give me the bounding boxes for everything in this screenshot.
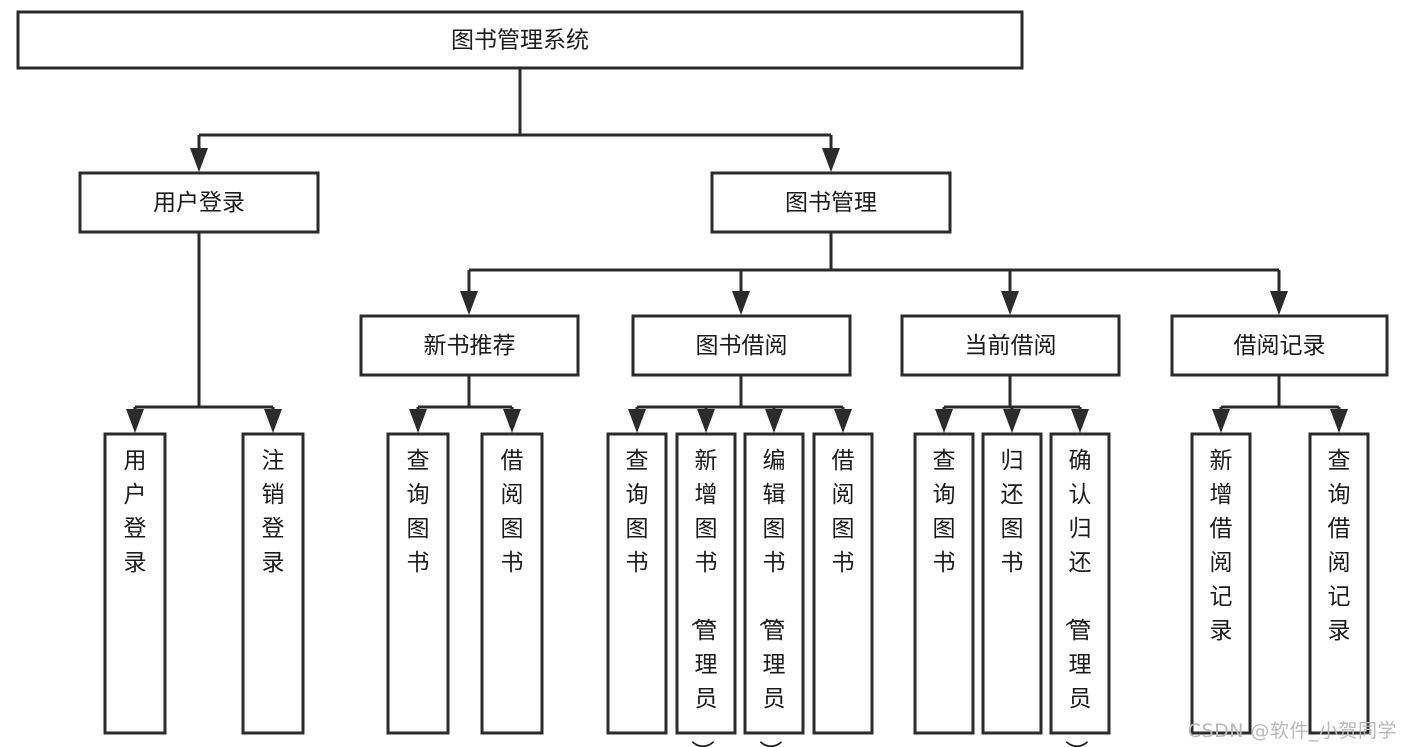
- node-label-leaf-query-book-1: 查询图书: [407, 448, 430, 576]
- node-book-borrow[interactable]: 图书借阅: [631, 314, 852, 377]
- node-label-leaf-confirm-return: 确认归还（管理员）: [1063, 448, 1092, 747]
- connector-borrow-to-leaves: [628, 375, 852, 433]
- node-leaf-query-book-1[interactable]: 查询图书: [386, 432, 450, 735]
- node-box-leaf-query-book-3[interactable]: [913, 432, 975, 735]
- node-label-user-login: 用户登录: [153, 190, 245, 216]
- node-box-book-admin[interactable]: [710, 171, 952, 234]
- node-leaf-query-record[interactable]: 查询借阅记录: [1308, 432, 1370, 735]
- node-leaf-add-record[interactable]: 新增借阅记录: [1190, 432, 1252, 735]
- node-current-borrow[interactable]: 当前借阅: [900, 314, 1121, 377]
- node-box-user-login[interactable]: [78, 171, 320, 234]
- node-box-current-borrow[interactable]: [900, 314, 1121, 377]
- arrow-head-icon: [190, 148, 208, 172]
- node-label-leaf-add-record: 新增借阅记录: [1210, 448, 1233, 644]
- node-book-admin[interactable]: 图书管理: [710, 171, 952, 234]
- arrow-head-icon: [1001, 291, 1019, 315]
- arrow-head-icon: [732, 291, 750, 315]
- node-new-book-rec[interactable]: 新书推荐: [359, 314, 580, 377]
- nodes-layer: 图书管理系统用户登录图书管理新书推荐图书借阅当前借阅借阅记录用户登录注销登录查询…: [16, 10, 1389, 747]
- connector-current-to-leaves: [935, 375, 1089, 433]
- node-box-leaf-query-book-2[interactable]: [606, 432, 668, 735]
- node-label-book-borrow: 图书借阅: [696, 333, 788, 359]
- node-box-borrow-record[interactable]: [1170, 314, 1389, 377]
- arrow-head-icon: [935, 409, 953, 433]
- node-label-leaf-logout: 注销登录: [262, 448, 285, 576]
- connector-userlogin-to-leaves: [126, 232, 282, 433]
- node-label-leaf-query-book-2: 查询图书: [626, 448, 649, 576]
- node-box-leaf-user-login[interactable]: [103, 432, 167, 735]
- node-leaf-edit-book[interactable]: 编辑图书（管理员）: [743, 432, 805, 747]
- node-box-new-book-rec[interactable]: [359, 314, 580, 377]
- node-box-book-borrow[interactable]: [631, 314, 852, 377]
- arrow-head-icon: [409, 409, 427, 433]
- connector-newbook-to-leaves: [409, 375, 521, 433]
- arrow-head-icon: [503, 409, 521, 433]
- node-box-leaf-add-record[interactable]: [1190, 432, 1252, 735]
- node-label-current-borrow: 当前借阅: [965, 333, 1057, 359]
- node-root[interactable]: 图书管理系统: [16, 10, 1024, 70]
- connectors-layer: [126, 68, 1348, 433]
- arrow-head-icon: [264, 409, 282, 433]
- node-leaf-confirm-return[interactable]: 确认归还（管理员）: [1049, 432, 1111, 747]
- node-label-book-admin: 图书管理: [785, 190, 877, 216]
- node-box-leaf-query-book-1[interactable]: [386, 432, 450, 735]
- arrow-head-icon: [1212, 409, 1230, 433]
- arrow-head-icon: [1003, 409, 1021, 433]
- node-box-leaf-borrow-book-1[interactable]: [480, 432, 544, 735]
- node-leaf-query-book-2[interactable]: 查询图书: [606, 432, 668, 735]
- node-leaf-logout[interactable]: 注销登录: [241, 432, 305, 735]
- node-user-login[interactable]: 用户登录: [78, 171, 320, 234]
- arrow-head-icon: [834, 409, 852, 433]
- connector-record-to-leaves: [1212, 375, 1348, 433]
- node-label-leaf-borrow-book-2: 借阅图书: [832, 448, 855, 576]
- node-label-borrow-record: 借阅记录: [1234, 333, 1326, 359]
- node-box-leaf-borrow-book-2[interactable]: [812, 432, 874, 735]
- node-box-root[interactable]: [16, 10, 1024, 70]
- node-box-leaf-add-book[interactable]: [675, 432, 737, 735]
- node-box-leaf-confirm-return[interactable]: [1049, 432, 1111, 735]
- arrow-head-icon: [1071, 409, 1089, 433]
- arrow-head-icon: [765, 409, 783, 433]
- arrow-head-icon: [697, 409, 715, 433]
- node-leaf-add-book[interactable]: 新增图书（管理员）: [675, 432, 737, 747]
- node-label-leaf-borrow-book-1: 借阅图书: [501, 448, 524, 576]
- node-leaf-query-book-3[interactable]: 查询图书: [913, 432, 975, 735]
- node-box-leaf-query-record[interactable]: [1308, 432, 1370, 735]
- node-label-new-book-rec: 新书推荐: [424, 333, 516, 359]
- node-label-leaf-return-book: 归还图书: [1001, 448, 1024, 576]
- node-leaf-borrow-book-1[interactable]: 借阅图书: [480, 432, 544, 735]
- node-box-leaf-return-book[interactable]: [981, 432, 1043, 735]
- arrow-head-icon: [1330, 409, 1348, 433]
- node-leaf-user-login[interactable]: 用户登录: [103, 432, 167, 735]
- arrow-head-icon: [628, 409, 646, 433]
- node-box-leaf-edit-book[interactable]: [743, 432, 805, 735]
- node-label-leaf-edit-book: 编辑图书（管理员）: [757, 448, 786, 747]
- node-label-root: 图书管理系统: [451, 28, 589, 54]
- node-label-leaf-add-book: 新增图书（管理员）: [689, 448, 718, 747]
- arrow-head-icon: [460, 291, 478, 315]
- node-leaf-return-book[interactable]: 归还图书: [981, 432, 1043, 735]
- node-label-leaf-user-login: 用户登录: [124, 448, 147, 576]
- node-box-leaf-logout[interactable]: [241, 432, 305, 735]
- connector-bookadmin-to-level2: [460, 232, 1288, 315]
- node-borrow-record[interactable]: 借阅记录: [1170, 314, 1389, 377]
- node-label-leaf-query-record: 查询借阅记录: [1328, 448, 1351, 644]
- arrow-head-icon: [1270, 291, 1288, 315]
- arrow-head-icon: [822, 148, 840, 172]
- connector-root-to-level1: [190, 68, 840, 172]
- arrow-head-icon: [126, 409, 144, 433]
- node-label-leaf-query-book-3: 查询图书: [933, 448, 956, 576]
- watermark-label: CSDN @软件_小贺同学: [1187, 720, 1397, 742]
- node-leaf-borrow-book-2[interactable]: 借阅图书: [812, 432, 874, 735]
